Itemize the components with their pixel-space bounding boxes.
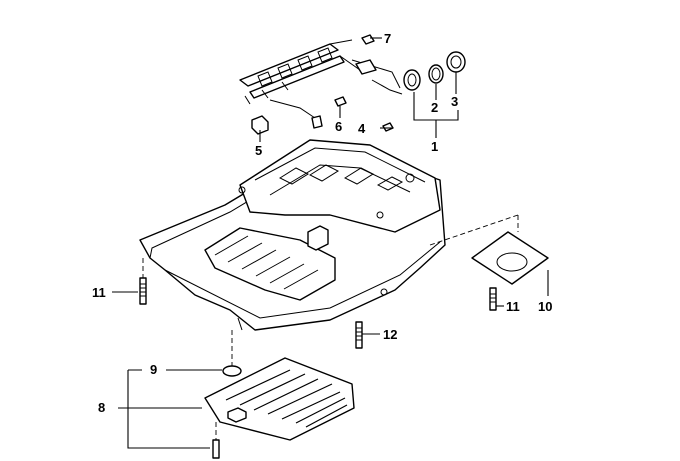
clip-5	[251, 115, 269, 135]
callout-11-right: 11	[506, 299, 520, 314]
callout-2: 2	[431, 100, 438, 115]
connector-plug	[403, 69, 421, 91]
cover-plate	[471, 231, 549, 285]
callout-3: 3	[451, 94, 458, 109]
callout-5: 5	[255, 143, 262, 158]
wiring-harness	[239, 39, 403, 129]
bolt-11-left	[139, 277, 147, 305]
o-ring-seal	[428, 64, 444, 84]
callout-7: 7	[384, 31, 391, 46]
bolt-filter	[212, 422, 220, 459]
callout-1: 1	[431, 139, 438, 154]
callout-12: 12	[383, 327, 397, 342]
filter-o-ring	[222, 365, 242, 377]
grommet	[446, 51, 466, 73]
callout-11-left: 11	[92, 285, 106, 300]
callout-6: 6	[335, 119, 342, 134]
clip-7	[361, 34, 375, 45]
bolt-11-right	[489, 287, 497, 311]
leader-lines	[112, 37, 549, 449]
callout-8: 8	[98, 400, 105, 415]
clip-6	[334, 96, 347, 107]
bolt-12	[355, 321, 363, 349]
clip-4	[382, 122, 394, 132]
callout-9: 9	[150, 362, 157, 377]
callout-4: 4	[358, 121, 366, 136]
callout-10: 10	[538, 299, 552, 314]
valve-body-housing	[139, 139, 446, 331]
oil-filter	[204, 357, 355, 441]
